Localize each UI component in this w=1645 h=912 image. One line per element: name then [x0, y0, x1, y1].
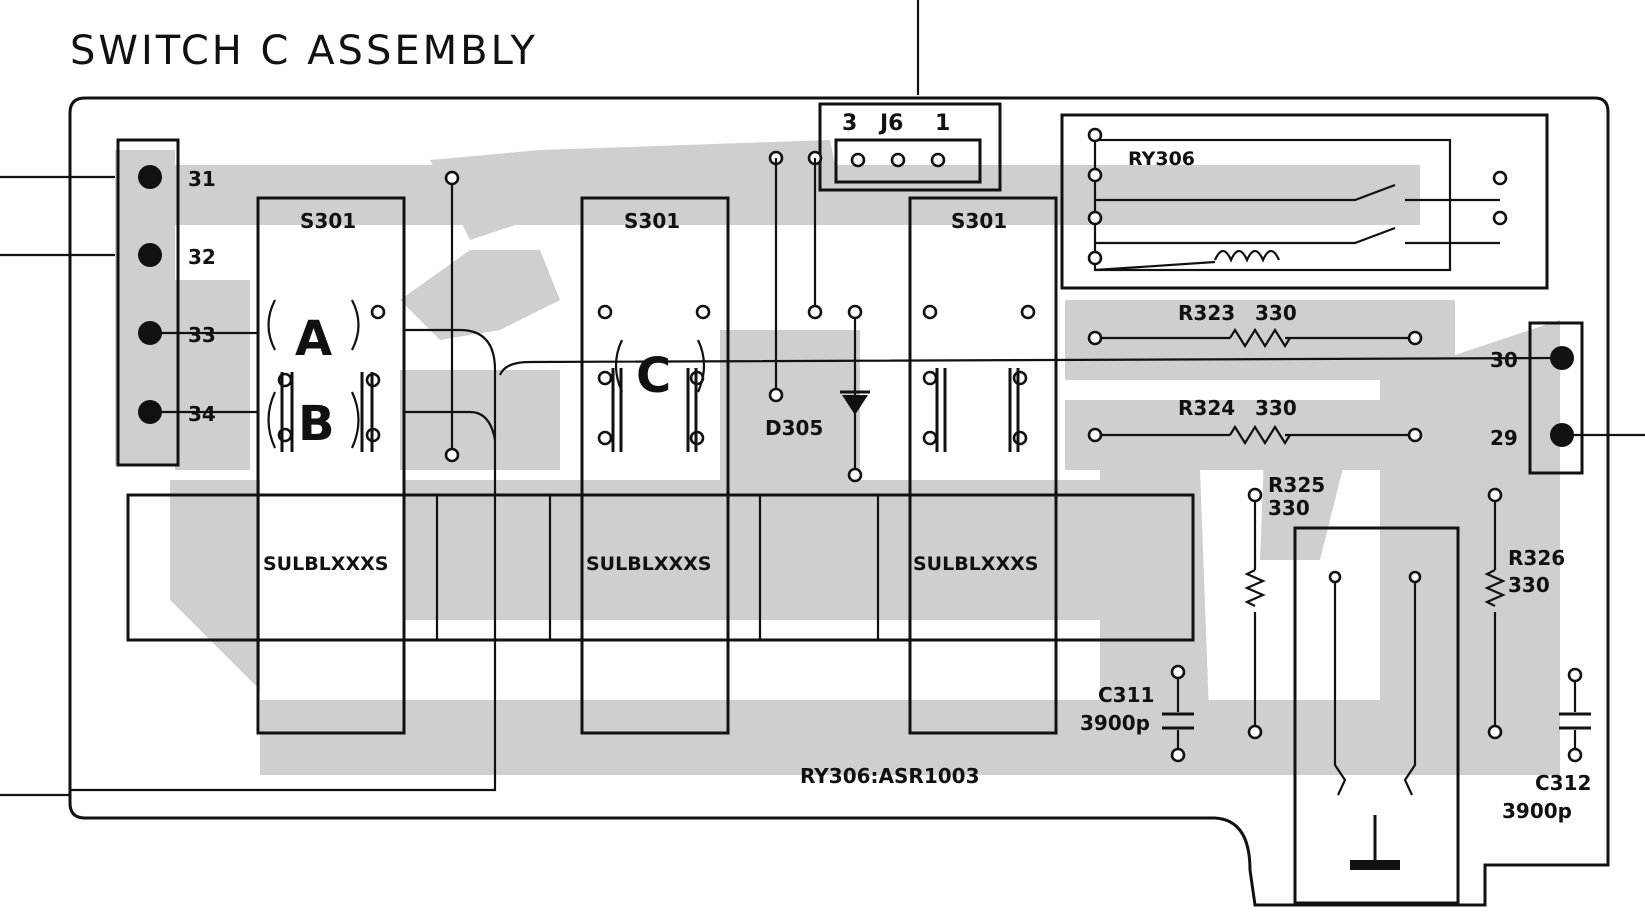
connector-pin-1: 1	[935, 111, 950, 136]
terminal-33: 33	[188, 323, 216, 347]
capacitor-c311-value: 3900p	[1080, 711, 1150, 735]
circuit-pads	[444, 170, 1583, 763]
part-number-1: SULBLXXXS	[263, 553, 388, 575]
terminal-pad-29	[1550, 423, 1574, 447]
copper-traces	[115, 140, 1560, 775]
resistor-r324-value: 330	[1255, 396, 1297, 420]
relay-label: RY306	[1128, 148, 1195, 170]
terminal-31: 31	[188, 167, 216, 191]
assembly-title: SWITCH C ASSEMBLY	[70, 28, 538, 74]
capacitor-c312-ref: C312	[1535, 771, 1591, 795]
capacitor-c311-ref: C311	[1098, 683, 1154, 707]
resistor-r324-ref: R324	[1178, 396, 1235, 420]
terminal-pad-30	[1550, 346, 1574, 370]
section-label-c: C	[636, 348, 671, 404]
switch-section-3	[908, 196, 1058, 735]
board-outline	[68, 96, 1610, 907]
terminal-29: 29	[1490, 426, 1518, 450]
diode-symbol	[840, 390, 870, 415]
switch-frame	[126, 493, 1195, 642]
relay-note: RY306:ASR1003	[800, 764, 979, 788]
part-number-2: SULBLXXXS	[586, 553, 711, 575]
connector-j6	[768, 102, 1002, 192]
connector-pin-3: 3	[842, 111, 857, 136]
resistor-r325-value: 330	[1268, 496, 1310, 520]
section-label-b: B	[298, 396, 335, 452]
part-number-3: SULBLXXXS	[913, 553, 1038, 575]
jack-housing	[1293, 526, 1460, 905]
resistor-r323-ref: R323	[1178, 301, 1235, 325]
capacitor-symbols	[1162, 712, 1591, 730]
relay-ry306	[1060, 113, 1549, 290]
terminal-34: 34	[188, 402, 216, 426]
switch-label-2: S301	[624, 209, 680, 233]
terminal-pads-left	[138, 165, 162, 424]
switch-section-2	[580, 196, 730, 735]
terminal-strip-left	[116, 138, 180, 467]
capacitor-c312-value: 3900p	[1502, 799, 1572, 823]
switch-section-1	[256, 196, 406, 735]
connector-label: J6	[878, 111, 904, 136]
terminal-30: 30	[1490, 348, 1518, 372]
circuit-wires	[70, 158, 1577, 792]
resistor-symbols	[1229, 327, 1506, 607]
resistor-r326-value: 330	[1508, 573, 1550, 597]
diode-label: D305	[765, 416, 823, 440]
terminal-strip-right	[1528, 321, 1584, 475]
switch-label-1: S301	[300, 209, 356, 233]
resistor-r326-ref: R326	[1508, 546, 1565, 570]
resistor-r325-ref: R325	[1268, 473, 1325, 497]
terminal-32: 32	[188, 245, 216, 269]
section-label-a: A	[295, 311, 332, 367]
resistor-r323-value: 330	[1255, 301, 1297, 325]
section-brackets	[267, 299, 706, 449]
switch-label-3: S301	[951, 209, 1007, 233]
